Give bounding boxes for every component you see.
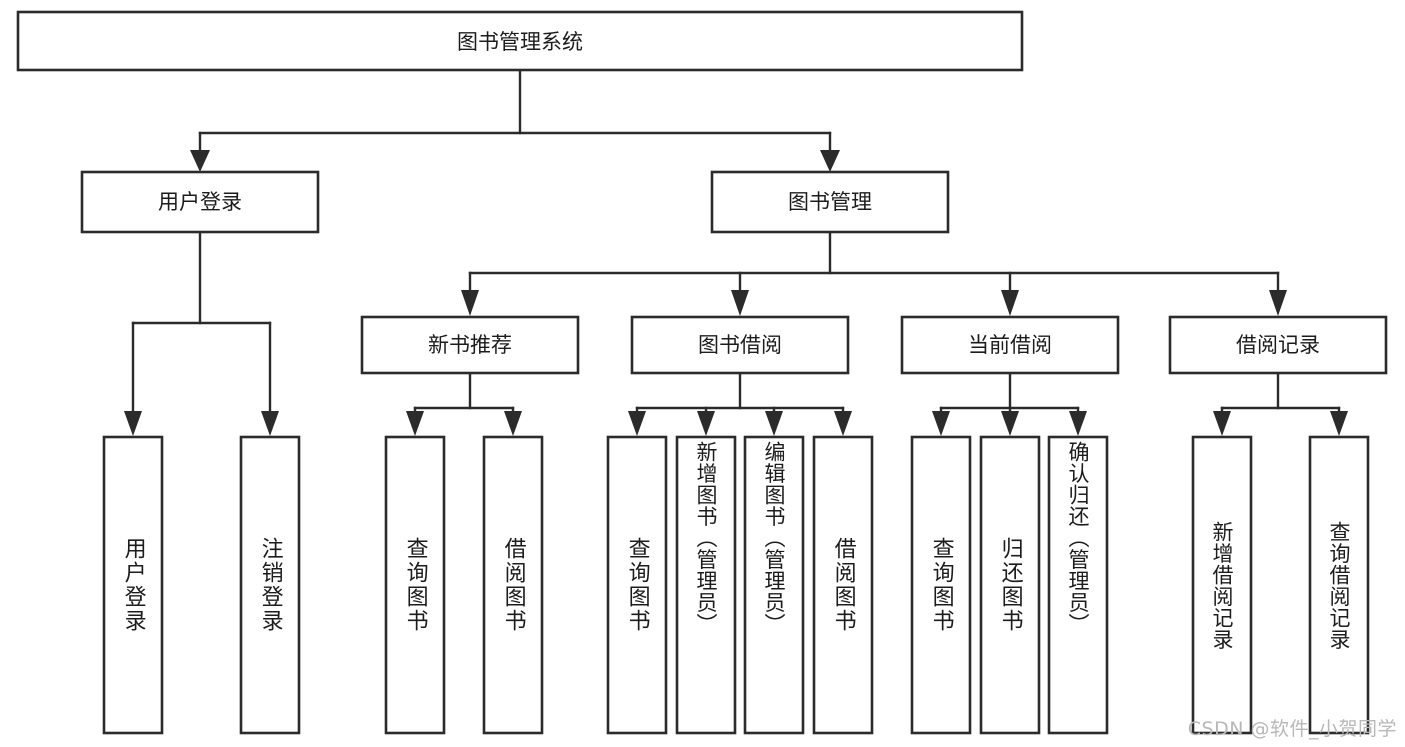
arrow-head-new-book-rec — [461, 290, 479, 316]
leaf-add-book-box[interactable] — [675, 435, 737, 735]
leaf-query-book-3-box[interactable] — [910, 435, 972, 735]
node-root-box[interactable] — [16, 10, 1024, 72]
arrow-head-current-borrow — [1001, 290, 1019, 316]
arrow-head-user-login — [190, 150, 210, 172]
arrow-head-leaf-add-record — [1213, 411, 1231, 436]
arrow-head-leaf-logout — [261, 411, 279, 436]
node-book-borrow-box[interactable] — [630, 315, 850, 375]
leaf-logout-box[interactable] — [239, 435, 301, 735]
node-user-login[interactable]: 用户登录 — [80, 170, 320, 234]
node-root[interactable]: 图书管理系统 — [16, 10, 1024, 72]
node-book-manage-label: 图书管理 — [788, 190, 872, 214]
arrow-head-leaf-borrow-book-2 — [834, 411, 852, 436]
leaf-add-record-box[interactable] — [1191, 435, 1253, 735]
arrow-head-borrow-record — [1269, 290, 1287, 316]
arrow-head-leaf-add-book — [697, 411, 715, 436]
arrow-head-leaf-return-book — [1001, 411, 1019, 436]
leaf-confirm-return-box[interactable] — [1047, 435, 1109, 735]
arrow-head-leaf-query-book-2 — [628, 411, 646, 436]
node-new-book-rec[interactable]: 新书推荐 — [360, 315, 580, 375]
node-borrow-record-label: 借阅记录 — [1236, 333, 1320, 357]
node-current-borrow-box[interactable] — [900, 315, 1120, 375]
node-user-login-box[interactable] — [80, 170, 320, 234]
node-borrow-record[interactable]: 借阅记录 — [1168, 315, 1388, 375]
leaf-user-login-box[interactable] — [102, 435, 164, 735]
leaf-borrow-book-2-box[interactable] — [812, 435, 874, 735]
leaf-query-book-2-box[interactable] — [606, 435, 668, 735]
node-book-borrow[interactable]: 图书借阅 — [630, 315, 850, 375]
arrow-head-leaf-edit-book — [765, 411, 783, 436]
leaf-query-book-1-box[interactable] — [384, 435, 446, 735]
node-root-label: 图书管理系统 — [457, 30, 583, 54]
arrow-head-book-manage — [820, 150, 840, 172]
leaf-boxes-layer — [102, 435, 1370, 735]
node-book-manage[interactable]: 图书管理 — [710, 170, 950, 234]
node-new-book-rec-box[interactable] — [360, 315, 580, 375]
node-current-borrow-label: 当前借阅 — [968, 333, 1052, 357]
node-user-login-label: 用户登录 — [158, 190, 242, 214]
leaf-borrow-book-1-box[interactable] — [482, 435, 544, 735]
arrow-head-leaf-query-book-1 — [406, 411, 424, 436]
node-book-manage-box[interactable] — [710, 170, 950, 234]
connectors-layer — [124, 68, 1348, 436]
leaf-edit-book-box[interactable] — [743, 435, 805, 735]
node-new-book-rec-label: 新书推荐 — [428, 333, 512, 357]
arrow-head-book-borrow — [731, 290, 749, 316]
csdn-watermark: CSDN @软件_小贺同学 — [1187, 718, 1397, 740]
arrow-head-leaf-query-record — [1330, 411, 1348, 436]
node-book-borrow-label: 图书借阅 — [698, 333, 782, 357]
leaf-return-book-box[interactable] — [979, 435, 1041, 735]
arrow-head-leaf-user-login — [124, 411, 142, 436]
arrow-head-leaf-query-book-3 — [932, 411, 950, 436]
node-borrow-record-box[interactable] — [1168, 315, 1388, 375]
arrow-head-leaf-confirm-return — [1069, 411, 1087, 436]
node-current-borrow[interactable]: 当前借阅 — [900, 315, 1120, 375]
leaf-query-record-box[interactable] — [1308, 435, 1370, 735]
arrow-head-leaf-borrow-book-1 — [504, 411, 522, 436]
